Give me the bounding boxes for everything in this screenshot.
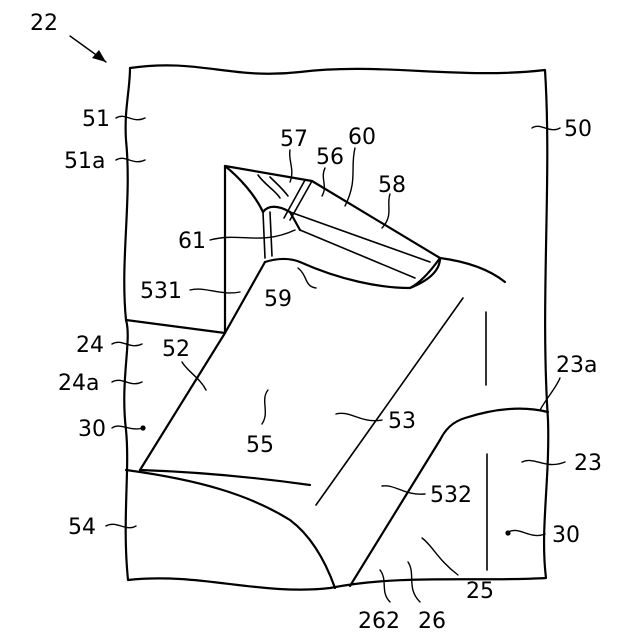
leader-26 bbox=[408, 562, 420, 602]
label-54: 54 bbox=[68, 515, 96, 540]
protrusion-inner-left bbox=[225, 166, 263, 212]
leader-25 bbox=[422, 538, 458, 575]
label-30-right: 30 bbox=[552, 523, 580, 548]
dot-30-left bbox=[140, 425, 145, 430]
protrusion-right-face bbox=[265, 258, 440, 288]
leader-59 bbox=[298, 268, 316, 288]
leader-532 bbox=[382, 486, 425, 494]
label-531: 531 bbox=[140, 279, 182, 304]
edge-57 bbox=[258, 175, 280, 198]
label-61: 61 bbox=[178, 229, 206, 254]
leader-53 bbox=[336, 413, 382, 420]
curve-54 bbox=[126, 470, 335, 588]
label-22: 22 bbox=[30, 11, 58, 36]
label-60: 60 bbox=[348, 125, 376, 150]
label-262: 262 bbox=[358, 609, 400, 634]
leader-51a bbox=[116, 158, 145, 161]
label-52: 52 bbox=[162, 337, 190, 362]
recess-61-left bbox=[263, 212, 265, 258]
leader-55 bbox=[262, 390, 268, 424]
label-57: 57 bbox=[280, 127, 308, 152]
label-23: 23 bbox=[574, 451, 602, 476]
label-51: 51 bbox=[82, 107, 110, 132]
label-56: 56 bbox=[316, 145, 344, 170]
label-23a: 23a bbox=[556, 353, 597, 378]
leader-61 bbox=[210, 230, 295, 240]
label-51a: 51a bbox=[64, 149, 105, 174]
face-bottom-edge bbox=[140, 470, 310, 485]
lower-edge-59 bbox=[225, 262, 265, 333]
label-30-left: 30 bbox=[78, 417, 106, 442]
leader-50 bbox=[532, 126, 560, 129]
label-25: 25 bbox=[466, 579, 494, 604]
leader-262 bbox=[380, 570, 390, 602]
label-53: 53 bbox=[388, 409, 416, 434]
label-55: 55 bbox=[246, 433, 274, 458]
edge-57b bbox=[270, 177, 288, 196]
leader-56 bbox=[322, 168, 325, 196]
leader-531 bbox=[190, 289, 240, 293]
label-58: 58 bbox=[378, 173, 406, 198]
label-50: 50 bbox=[564, 117, 592, 142]
leader-23 bbox=[522, 460, 565, 464]
label-59: 59 bbox=[264, 287, 292, 312]
ridge-lower bbox=[300, 230, 415, 278]
face-53-line bbox=[316, 298, 463, 505]
shelf-24 bbox=[126, 320, 225, 333]
leader-23a bbox=[540, 378, 560, 410]
leader-24a bbox=[112, 380, 142, 383]
edge-532 bbox=[350, 440, 440, 586]
dot-30-right bbox=[505, 530, 510, 535]
leader-30a bbox=[112, 426, 143, 429]
label-24a: 24a bbox=[58, 371, 99, 396]
arrow-icon bbox=[70, 36, 106, 62]
leader-60 bbox=[345, 148, 355, 206]
recess-61 bbox=[263, 207, 300, 230]
leader-51 bbox=[116, 116, 145, 119]
label-24: 24 bbox=[76, 333, 104, 358]
leader-54 bbox=[106, 524, 136, 527]
recess-61-left2 bbox=[270, 212, 272, 256]
leader-52 bbox=[182, 362, 206, 390]
face-top-curve bbox=[410, 258, 505, 288]
leader-30b bbox=[508, 530, 545, 535]
label-26: 26 bbox=[418, 609, 446, 634]
label-532: 532 bbox=[430, 483, 472, 508]
curve-23a bbox=[440, 409, 548, 440]
